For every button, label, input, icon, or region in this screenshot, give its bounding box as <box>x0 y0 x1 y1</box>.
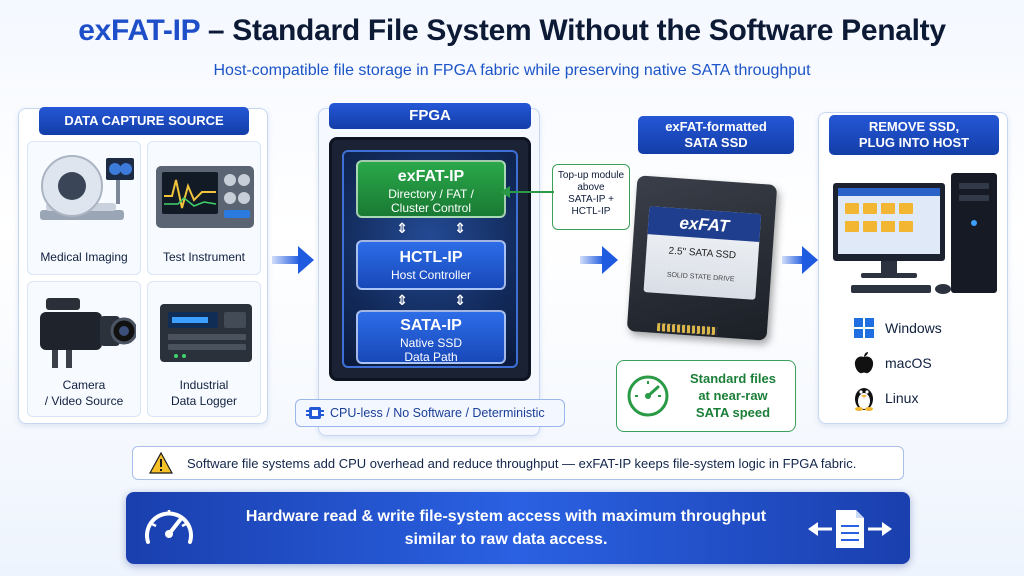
capture-banner: DATA CAPTURE SOURCE <box>39 107 249 135</box>
linux-penguin-icon <box>855 388 873 411</box>
capture-test-instrument: Test Instrument <box>147 141 261 275</box>
os-windows-label: Windows <box>885 320 942 336</box>
desktop-computer-icon <box>833 173 997 294</box>
hctl-sata-arrow-left: ⇕ <box>396 292 408 308</box>
exfat-ip-line1: Directory / FAT / <box>388 187 474 201</box>
exfat-hctl-arrow-left: ⇕ <box>396 220 408 236</box>
arrow-capture-to-fpga-shaft <box>272 256 300 264</box>
warning-icon <box>149 452 173 474</box>
title-accent: exFAT-IP <box>78 14 200 47</box>
exfat-ip-title: exFAT-IP <box>397 168 465 185</box>
fpga-chip: exFAT-IP Directory / FAT / Cluster Contr… <box>329 137 531 381</box>
os-windows: Windows <box>853 317 942 339</box>
arrow-fpga-to-ssd-shaft <box>580 256 604 264</box>
footer-text: Hardware read & write file-system access… <box>206 505 806 551</box>
oscilloscope-icon <box>156 166 254 228</box>
ssd-banner: exFAT-formatted SATA SSD <box>638 116 794 154</box>
capture-panel: DATA CAPTURE SOURCE Medical Imaging <box>18 107 268 424</box>
os-macos-label: macOS <box>885 355 932 371</box>
ssd-label: exFAT 2.5" SATA SSD SOLID STATE DRIVE <box>643 206 762 300</box>
hctl-ip-line1: Host Controller <box>390 268 472 282</box>
chip-icon <box>306 407 324 419</box>
capture-data-logger: Industrial Data Logger <box>147 281 261 417</box>
speed-text: Standard files at near-raw SATA speed <box>675 370 791 421</box>
arrow-ssd-to-host-head <box>802 246 818 274</box>
arrow-ssd-to-host-shaft <box>782 256 804 264</box>
os-linux: Linux <box>853 385 918 411</box>
sata-ip-line2: Data Path <box>404 350 458 364</box>
speed-box: Standard files at near-raw SATA speed <box>616 360 796 432</box>
sata-ip-line1: Native SSD <box>399 336 463 350</box>
hctl-ip-title: HCTL-IP <box>399 249 463 266</box>
page-subtitle: Host-compatible file storage in FPGA fab… <box>213 62 811 79</box>
note-line-4: HCTL-IP <box>571 206 611 217</box>
exfat-ip-line2: Cluster Control <box>390 201 472 215</box>
ssd-drive: exFAT 2.5" SATA SSD SOLID STATE DRIVE <box>626 175 778 341</box>
capture-camera: Camera / Video Source <box>27 281 141 417</box>
ssd-label-small: SOLID STATE DRIVE <box>666 271 735 284</box>
ssd-banner-line-2: SATA SSD <box>684 135 748 150</box>
speed-line-3: SATA speed <box>695 405 771 420</box>
warning-text: Software file systems add CPU overhead a… <box>187 455 857 471</box>
note-line-1: Top-up module <box>557 170 625 181</box>
host-panel: REMOVE SSD, PLUG INTO HOST Windows <box>818 112 1008 424</box>
capture-medical-imaging: Medical Imaging <box>27 141 141 275</box>
note-arrow-icon <box>500 186 554 198</box>
host-banner-line-2: PLUG INTO HOST <box>858 135 970 150</box>
note-line-3: SATA-IP + <box>568 194 614 205</box>
footer-line-2: similar to raw data access. <box>404 531 608 548</box>
fpga-banner: FPGA <box>329 103 531 129</box>
capture-logger-label-2: Data Logger <box>170 394 238 408</box>
exfat-ip-block: exFAT-IP Directory / FAT / Cluster Contr… <box>356 160 506 218</box>
host-banner: REMOVE SSD, PLUG INTO HOST <box>829 115 999 155</box>
fpga-panel: FPGA exFAT-IP Directory / FAT / Cluster … <box>295 103 565 436</box>
exfat-hctl-arrow-right: ⇕ <box>454 220 466 236</box>
gauge-icon <box>145 510 193 544</box>
hctl-sata-arrow-right: ⇕ <box>454 292 466 308</box>
title-rest: – Standard File System Without the Softw… <box>199 14 946 47</box>
speedometer-icon <box>627 375 669 417</box>
warning-bar: Software file systems add CPU overhead a… <box>132 446 904 480</box>
top-up-note: Top-up module above SATA-IP + HCTL-IP <box>552 164 630 230</box>
speed-line-1: Standard files <box>690 371 776 386</box>
capture-camera-label-1: Camera <box>62 378 106 392</box>
footer-banner: Hardware read & write file-system access… <box>126 492 910 564</box>
file-transfer-icon <box>808 510 892 548</box>
data-logger-icon <box>160 304 252 362</box>
cpu-less-text: CPU-less / No Software / Deterministic <box>330 406 545 420</box>
fpga-chip-core: exFAT-IP Directory / FAT / Cluster Contr… <box>342 150 518 368</box>
arrow-fpga-to-ssd-head <box>602 246 618 274</box>
capture-logger-label-1: Industrial <box>179 378 229 392</box>
speed-line-2: at near-raw <box>698 388 768 403</box>
capture-camera-label-2: / Video Source <box>44 394 124 408</box>
apple-icon <box>854 352 874 374</box>
hctl-ip-block: HCTL-IP Host Controller <box>356 240 506 290</box>
os-macos: macOS <box>853 351 932 375</box>
host-banner-line-1: REMOVE SSD, <box>868 119 960 134</box>
os-linux-label: Linux <box>885 390 919 406</box>
footer-line-1: Hardware read & write file-system access… <box>245 508 767 525</box>
arrow-capture-to-fpga-head <box>298 246 314 274</box>
cpu-less-pill: CPU-less / No Software / Deterministic <box>295 399 565 427</box>
medical-scanner-icon <box>40 155 134 220</box>
page-title: exFAT-IP – Standard File System Without … <box>0 14 1024 48</box>
capture-test-label: Test Instrument <box>162 250 246 264</box>
ssd-banner-line-1: exFAT-formatted <box>665 119 767 134</box>
capture-medical-label: Medical Imaging <box>40 250 128 264</box>
sata-ip-block: SATA-IP Native SSD Data Path <box>356 310 506 364</box>
windows-icon <box>854 318 874 338</box>
sata-ip-title: SATA-IP <box>400 317 462 334</box>
note-line-2: above <box>577 182 605 193</box>
ssd-label-mid: 2.5" SATA SSD <box>668 245 737 262</box>
video-camera-icon <box>40 298 136 368</box>
